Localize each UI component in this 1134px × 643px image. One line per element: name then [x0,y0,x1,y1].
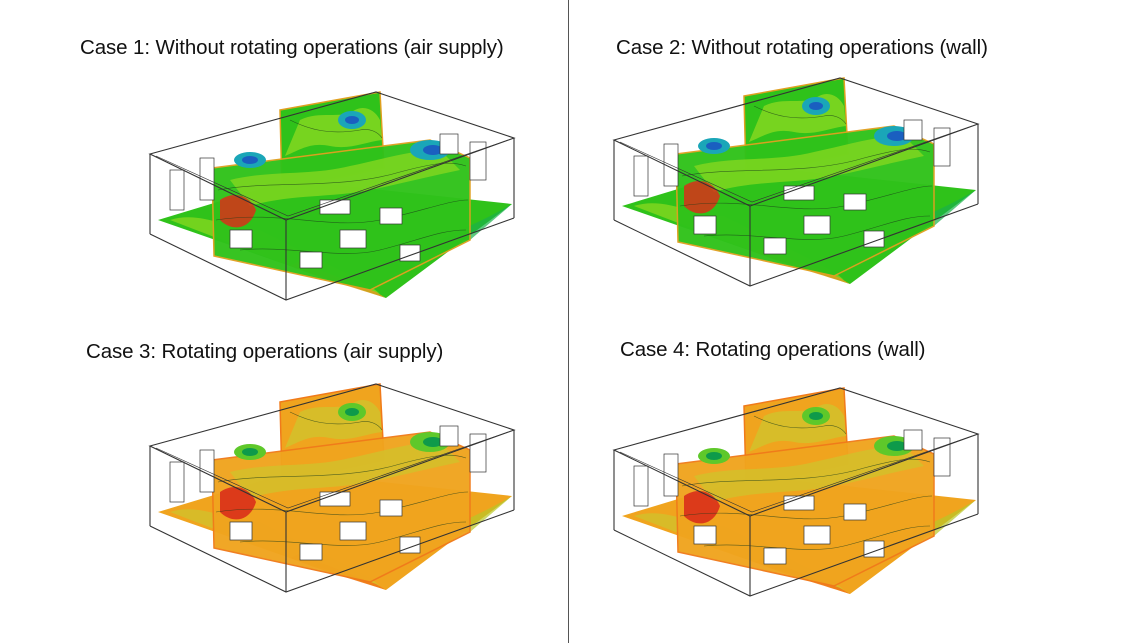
contour-line-2 [703,525,931,550]
case-2-svg [612,77,980,287]
furniture-2 [803,215,831,235]
case-2-caption: Case 2: Without rotating operations (wal… [616,36,988,59]
cool-spot-2-core [242,156,258,164]
plane-main-band [694,446,924,502]
warm-spot [684,491,720,524]
furniture-3 [843,503,867,521]
furniture-0 [693,525,717,545]
case-4-room-contour [604,376,984,616]
furniture-8 [933,127,951,167]
cool-spot-3-core [887,131,907,141]
plane-main-band [694,136,924,192]
case-3-svg [148,383,516,593]
contour-line-3 [289,119,383,139]
case-2-room-contour [604,66,984,306]
cool-spot-2-core [706,142,722,150]
room-inner-edge [155,139,509,217]
cool-spot-2-core [242,448,258,456]
case-4-svg [612,387,980,597]
case-1-caption: Case 1: Without rotating operations (air… [80,36,504,59]
cool-spot-1-core [809,412,823,420]
contour-line-1 [215,199,469,224]
furniture-3 [379,207,403,225]
furniture-6 [169,461,185,503]
room-inner-edge [155,431,509,509]
furniture-3 [379,499,403,517]
furniture-9 [439,133,459,155]
cool-spot-1-core [809,102,823,110]
furniture-9 [903,429,923,451]
contour-line-1 [215,491,469,516]
contour-line-3 [289,411,383,431]
floor-band-2 [904,190,976,226]
room-inner-edge [619,125,973,203]
furniture-0 [693,215,717,235]
furniture-0 [229,229,253,249]
warm-spot [220,195,256,228]
contour-line-1 [679,495,933,520]
plane-main-band [230,150,460,206]
case-3-caption: Case 3: Rotating operations (air supply) [86,340,444,363]
case-4-caption: Case 4: Rotating operations (wall) [620,338,926,361]
furniture-4 [763,237,787,255]
cool-spot-2-core [706,452,722,460]
cool-spot-3-core [423,145,443,155]
furniture-6 [633,465,649,507]
panel-divider [568,0,569,643]
contour-line-2 [239,229,467,254]
contour-line-2 [703,215,931,240]
furniture-2 [339,229,367,249]
contour-line-3 [753,105,847,125]
floor-band-2 [904,500,976,536]
furniture-3 [843,193,867,211]
furniture-4 [763,547,787,565]
case-3-room-contour [140,372,520,612]
furniture-4 [299,543,323,561]
case-1-svg [148,91,516,301]
contour-line-1 [679,185,933,210]
room-box [148,383,516,593]
room-box [612,77,980,287]
room-inner-edge [619,435,973,513]
contour-line-3 [753,415,847,435]
furniture-8 [469,141,487,181]
furniture-2 [339,521,367,541]
cool-spot-1-core [345,408,359,416]
warm-spot [684,181,720,214]
cool-spot-1-core [345,116,359,124]
furniture-4 [299,251,323,269]
room-box [612,387,980,597]
furniture-6 [169,169,185,211]
cool-spot-3-core [423,437,443,447]
furniture-6 [633,155,649,197]
floor-band-2 [440,204,512,240]
contour-line-2 [239,521,467,546]
furniture-0 [229,521,253,541]
furniture-8 [469,433,487,473]
case-1-room-contour [140,80,520,320]
cool-spot-3-core [887,441,907,451]
furniture-9 [439,425,459,447]
room-box [148,91,516,301]
floor-band-2 [440,496,512,532]
furniture-9 [903,119,923,141]
warm-spot [220,487,256,520]
plane-main-band [230,442,460,498]
furniture-2 [803,525,831,545]
furniture-8 [933,437,951,477]
